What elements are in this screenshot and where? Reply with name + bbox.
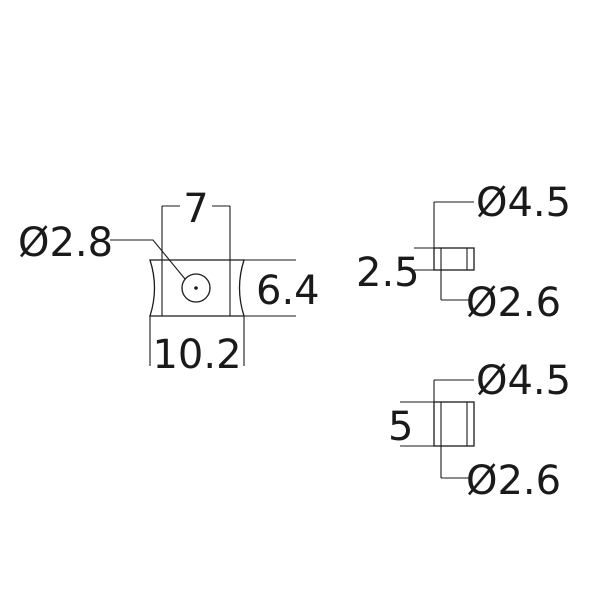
- part-c-dim-outer: Ø4.5: [476, 358, 571, 404]
- part-c: Ø4.5 5 Ø2.6: [388, 358, 571, 504]
- part-b: Ø4.5 2.5 Ø2.6: [356, 180, 571, 326]
- part-c-dim-length: 5: [388, 404, 413, 450]
- part-a-hole-leader: [110, 239, 186, 280]
- part-a-dim-height: 6.4: [256, 268, 320, 314]
- part-a-dim-hole: Ø2.8: [18, 220, 113, 266]
- part-a-hole-center: [194, 286, 198, 290]
- part-a-dim-top: 7: [183, 186, 208, 232]
- part-b-dim-outer: Ø4.5: [476, 180, 571, 226]
- part-a-hole: [181, 273, 211, 303]
- part-b-body: [433, 247, 475, 271]
- part-a-dim-bottom: 10.2: [152, 332, 241, 378]
- part-c-body: [433, 401, 475, 447]
- part-b-dim-inner: Ø2.6: [466, 280, 561, 326]
- part-b-dim-length: 2.5: [356, 250, 420, 296]
- part-a: 7 Ø2.8 6.4 10.2: [18, 186, 320, 378]
- part-c-dim-inner: Ø2.6: [466, 458, 561, 504]
